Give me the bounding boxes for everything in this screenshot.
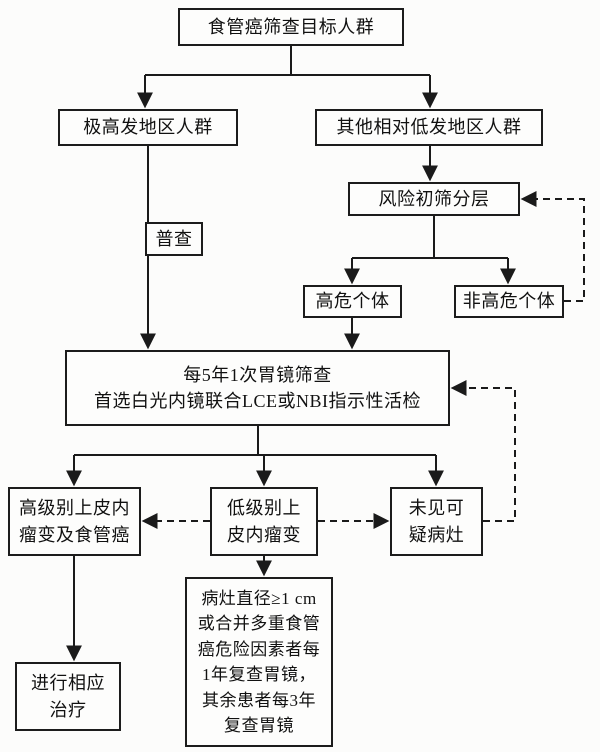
node-no-lesion-line1: 未见可 xyxy=(408,498,465,519)
node-census-label: 普查 xyxy=(155,228,193,249)
node-treatment: 进行相应 治疗 xyxy=(15,662,121,731)
node-non-high-risk-label: 非高危个体 xyxy=(462,291,556,312)
node-low-grade-line2: 皮内瘤变 xyxy=(227,524,301,545)
node-other-low-incidence-area-label: 其他相对低发地区人群 xyxy=(336,117,522,138)
node-target-population: 食管癌筛查目标人群 xyxy=(178,8,404,46)
node-treatment-line1: 进行相应 xyxy=(31,673,105,694)
dashed-connectors xyxy=(141,191,585,529)
node-high-grade-line1: 高级别上皮内 xyxy=(19,498,130,519)
node-high-incidence-area-label: 极高发地区人群 xyxy=(83,117,213,138)
node-no-suspicious-lesion: 未见可 疑病灶 xyxy=(390,487,483,556)
node-low-grade-neoplasia: 低级别上 皮内瘤变 xyxy=(210,487,318,556)
node-followup-line3: 癌危险因素者每 xyxy=(197,639,321,659)
node-high-grade-line2: 瘤变及食管癌 xyxy=(19,524,130,545)
node-followup-line6: 复查胃镜 xyxy=(224,716,294,735)
node-other-low-incidence-area: 其他相对低发地区人群 xyxy=(315,109,543,146)
node-gastroscopy-line2: 首选白光内镜联合LCE或NBI指示性活检 xyxy=(94,391,421,411)
node-high-incidence-area: 极高发地区人群 xyxy=(58,109,238,146)
node-high-risk: 高危个体 xyxy=(303,285,402,318)
node-gastroscopy-screening: 每5年1次胃镜筛查 首选白光内镜联合LCE或NBI指示性活检 xyxy=(65,350,450,426)
node-followup-line1: 病灶直径≥1 cm xyxy=(201,588,317,608)
node-treatment-line2: 治疗 xyxy=(49,699,87,720)
node-risk-stratification: 风险初筛分层 xyxy=(348,182,520,216)
node-non-high-risk: 非高危个体 xyxy=(454,285,564,318)
node-gastroscopy-line1: 每5年1次胃镜筛查 xyxy=(183,364,332,385)
node-high-risk-label: 高危个体 xyxy=(315,291,390,312)
node-target-population-label: 食管癌筛查目标人群 xyxy=(207,16,375,37)
node-followup-line2: 或合并多重食管 xyxy=(197,614,321,633)
node-followup-interval: 病灶直径≥1 cm 或合并多重食管 癌危险因素者每 1年复查胃镜， 其余患者每3… xyxy=(185,577,333,747)
node-low-grade-line1: 低级别上 xyxy=(227,498,301,519)
node-no-lesion-line2: 疑病灶 xyxy=(408,524,465,545)
node-high-grade-neoplasia: 高级别上皮内 瘤变及食管癌 xyxy=(8,487,141,556)
node-followup-line5: 其余患者每3年 xyxy=(202,690,316,710)
node-followup-line4: 1年复查胃镜， xyxy=(202,665,316,684)
node-risk-stratification-label: 风险初筛分层 xyxy=(378,188,490,209)
node-census: 普查 xyxy=(145,222,203,256)
